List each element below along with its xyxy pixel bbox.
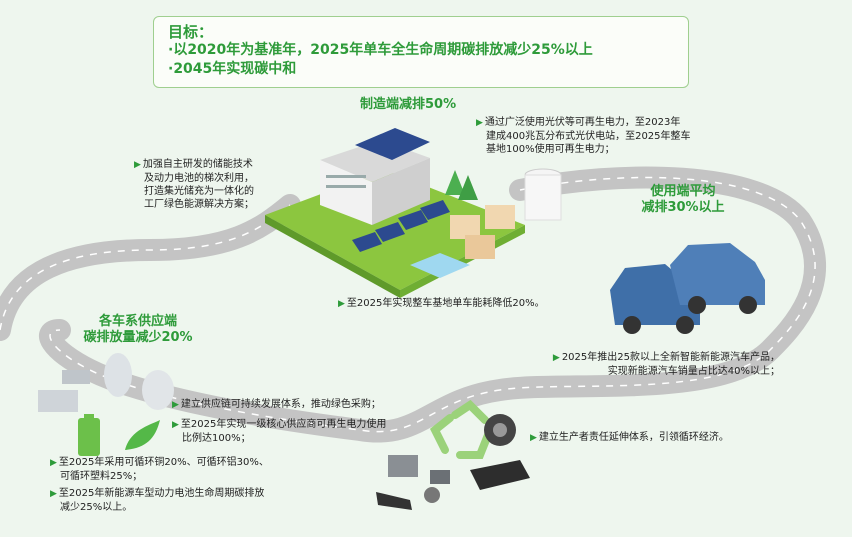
arrow-icon: ▶	[50, 489, 57, 499]
arrow-icon: ▶	[134, 160, 141, 170]
nev-note: ▶2025年推出25款以上全新智能新能源汽车产品， 实现新能源汽车销量占比达40…	[548, 351, 780, 378]
energy-note: ▶至2025年实现整车基地单车能耗降低20%。	[338, 297, 545, 311]
supply-header: 各车系供应端 碳排放量减少20%	[78, 314, 198, 346]
green-battery-icon	[78, 414, 160, 456]
nev-note-line-1: 2025年推出25款以上全新智能新能源汽车产品，	[561, 352, 780, 363]
goal-title: 目标：	[168, 23, 214, 41]
producer-note: ▶建立生产者责任延伸体系，引领循环经济。	[530, 431, 729, 445]
solar-panel-icon	[352, 200, 450, 252]
storage-note-line-1: 加强自主研发的储能技术	[142, 159, 253, 170]
usage-header-line-1: 使用端平均	[650, 184, 716, 199]
storage-note: ▶加强自主研发的储能技术 及动力电池的梯次利用， 打造集光储充为一体化的 工厂绿…	[134, 158, 254, 211]
arrow-icon: ▶	[50, 458, 57, 468]
nev-note-line-2: 实现新能源汽车销量占比达40%以上；	[607, 366, 780, 377]
arrow-icon: ▶	[476, 118, 483, 128]
arrow-icon: ▶	[172, 400, 179, 410]
recycle-material-note-line-1: 至2025年采用可循环铜20%、可循环铝30%、	[58, 457, 269, 468]
supply-header-line-1: 各车系供应端	[98, 314, 177, 329]
storage-note-line-2: 及动力电池的梯次利用，	[144, 173, 254, 184]
energy-storage-icon	[450, 205, 515, 259]
recycle-material-note: ▶至2025年采用可循环铜20%、可循环铝30%、 可循环塑料25%；	[50, 456, 269, 483]
storage-note-line-4: 工厂绿色能源解决方案；	[144, 199, 254, 210]
raw-materials-icon	[38, 353, 174, 412]
supply-header-line-2: 碳排放量减少20%	[83, 330, 193, 345]
car-icon	[610, 243, 765, 334]
battery-note-line-2: 减少25%以上。	[60, 502, 133, 513]
energy-note-text: 至2025年实现整车基地单车能耗降低20%。	[346, 298, 545, 309]
renewable-note-line-1: 至2025年实现一级核心供应商可再生电力使用	[180, 419, 387, 430]
recycle-material-note-line-2: 可循环塑料25%；	[60, 471, 143, 482]
auto-parts-icon	[376, 414, 530, 510]
arrow-icon: ▶	[530, 433, 537, 443]
storage-note-line-3: 打造集光储充为一体化的	[144, 186, 254, 197]
battery-note: ▶至2025年新能源车型动力电池生命周期碳排放 减少25%以上。	[50, 487, 264, 514]
arrow-icon: ▶	[172, 420, 179, 430]
renewable-note: ▶至2025年实现一级核心供应商可再生电力使用 比例达100%；	[172, 418, 386, 445]
renewable-note-line-2: 比例达100%；	[182, 433, 251, 444]
arrow-icon: ▶	[338, 299, 345, 309]
usage-header-line-2: 减排30%以上	[641, 200, 725, 215]
solar-note-line-3: 基地100%使用可再生电力；	[486, 144, 615, 155]
solar-note: ▶通过广泛使用光伏等可再生电力，至2023年 建成400兆瓦分布式光伏电站，至2…	[476, 116, 691, 156]
arrow-icon: ▶	[552, 353, 560, 363]
battery-note-line-1: 至2025年新能源车型动力电池生命周期碳排放	[58, 488, 265, 499]
solar-note-line-2: 建成400兆瓦分布式光伏电站，至2025年整车	[486, 131, 691, 142]
producer-note-text: 建立生产者责任延伸体系，引领循环经济。	[538, 432, 729, 443]
solar-note-line-1: 通过广泛使用光伏等可再生电力，至2023年	[484, 117, 681, 128]
chain-note-text: 建立供应链可持续发展体系，推动绿色采购；	[180, 399, 381, 410]
manufacturing-header: 制造端减排50%	[360, 97, 457, 112]
goal-line-1: ·以2020年为基准年，2025年单车全生命周期碳排放减少25%以上	[168, 42, 593, 58]
usage-header: 使用端平均 减排30%以上	[638, 184, 728, 216]
goal-line-2: ·2045年实现碳中和	[168, 61, 297, 77]
goal-box: 目标： ·以2020年为基准年，2025年单车全生命周期碳排放减少25%以上 ·…	[153, 16, 689, 88]
chain-note: ▶建立供应链可持续发展体系，推动绿色采购；	[172, 398, 381, 412]
